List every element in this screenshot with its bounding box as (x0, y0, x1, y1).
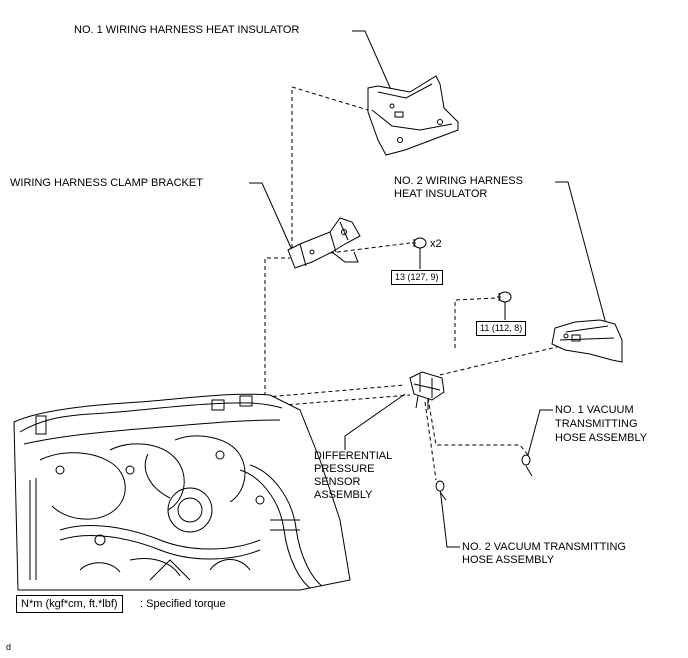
vacuum-hose-2-part (435, 480, 447, 501)
label-vac1-line3: HOSE ASSEMBLY (555, 432, 648, 444)
clamp-bracket-part (287, 217, 361, 269)
assembly-dashed-lines (174, 86, 566, 481)
figure-code: d (6, 642, 12, 652)
label-dps-line4: ASSEMBLY (314, 489, 373, 501)
label-no1-heat-insulator: NO. 1 WIRING HARNESS HEAT INSULATOR (74, 24, 300, 36)
leader-lines (249, 30, 607, 548)
no2-heat-insulator-part (551, 319, 623, 363)
bolt-a (412, 237, 427, 249)
legend-torque-meaning: : Specified torque (140, 598, 226, 610)
label-vac1-line2: TRANSMITTING (555, 418, 638, 430)
label-dps-line2: PRESSURE (314, 463, 375, 475)
bolt-b (497, 291, 512, 303)
vacuum-hose-1-part (521, 454, 533, 477)
label-no2-heat-insulator-line1: NO. 2 WIRING HARNESS (394, 175, 523, 187)
no1-heat-insulator-part (367, 75, 459, 156)
label-vac2-line1: NO. 2 VACUUM TRANSMITTING (462, 541, 626, 553)
pressure-sensor-part (409, 371, 445, 410)
label-quantity: x2 (430, 238, 442, 250)
legend-torque-unit: N*m (kgf*cm, ft.*lbf) (16, 595, 123, 613)
engine-illustration (13, 393, 351, 591)
torque-box-bolt-b: 11 (112, 8) (476, 321, 527, 336)
label-vac1-line1: NO. 1 VACUUM (555, 404, 634, 416)
label-clamp-bracket: WIRING HARNESS CLAMP BRACKET (10, 177, 203, 189)
label-no2-heat-insulator-line2: HEAT INSULATOR (394, 188, 488, 200)
label-dps-line1: DIFFERENTIAL (314, 450, 393, 462)
label-dps-line3: SENSOR (314, 476, 361, 488)
label-vac2-line2: HOSE ASSEMBLY (462, 554, 555, 566)
torque-box-bolt-a: 13 (127, 9) (391, 270, 443, 285)
